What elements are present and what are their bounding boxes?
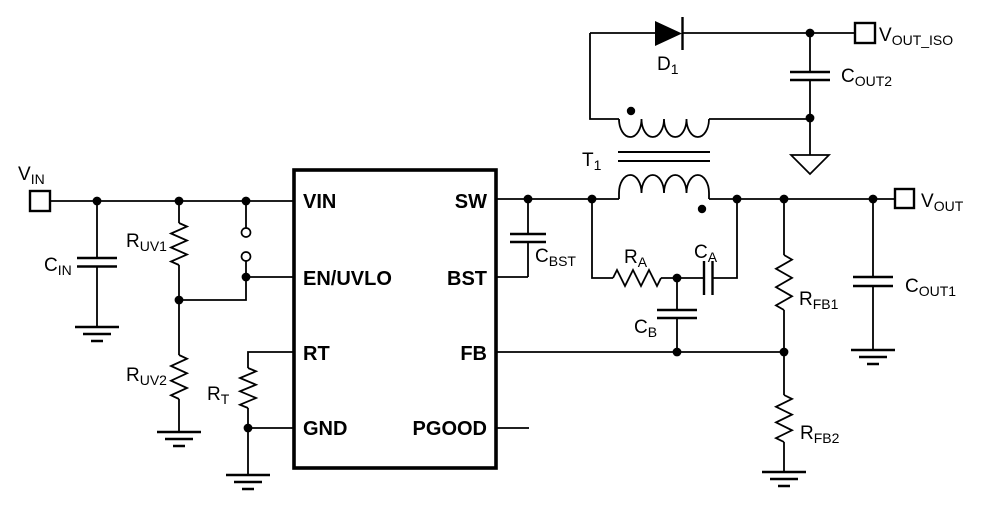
diode-d1 [655, 17, 684, 50]
label-rfb2: RFB2 [800, 423, 840, 446]
secondary-winding [618, 118, 710, 138]
junction-dot [732, 194, 742, 204]
transformer-t1 [618, 106, 710, 214]
label-t1: T1 [582, 150, 602, 173]
resistor-rt [237, 367, 259, 409]
label-rt: RT [207, 384, 230, 407]
junction-dot [587, 194, 597, 204]
ic-body [292, 168, 498, 470]
label-rfb1: RFB1 [799, 289, 839, 312]
label-ruv2: RUV2 [126, 365, 167, 388]
junction-dot [174, 196, 184, 206]
switch-contact-bottom [240, 251, 252, 262]
label-cout2: COUT2 [841, 66, 892, 89]
ground-rfb2 [762, 470, 806, 488]
resistor-rfb2 [773, 394, 795, 443]
pin-label-rt: RT [303, 343, 330, 365]
pin-label-fb: FB [460, 343, 487, 365]
vout-terminal [893, 187, 916, 210]
resistor-ruv1 [168, 222, 190, 266]
junction-dot [779, 347, 789, 357]
junction-dot [805, 113, 815, 123]
ground-cout1 [851, 348, 895, 366]
junction-dot [868, 194, 878, 204]
pin-label-sw: SW [455, 191, 487, 213]
capacitor-cin [77, 256, 117, 268]
resistor-ra [612, 267, 662, 289]
junction-dot [92, 196, 102, 206]
transformer-core [618, 151, 710, 162]
wire-bst-cbst [496, 199, 529, 278]
label-cbst: CBST [535, 246, 576, 269]
label-vout: VOUT [921, 191, 964, 214]
label-vout-iso: VOUT_ISO [879, 25, 953, 48]
capacitor-cout1 [853, 275, 893, 288]
junction-dot [672, 273, 682, 283]
vout-iso-terminal [853, 21, 877, 45]
junction-dot [805, 28, 815, 38]
capacitor-cout2 [790, 70, 830, 82]
capacitor-ca [702, 261, 714, 295]
capacitor-cb [657, 308, 697, 320]
phase-dot-primary [697, 204, 707, 214]
label-d1: D1 [657, 54, 679, 77]
junction-dot [241, 196, 251, 206]
wire-en-uvlo [179, 276, 294, 301]
wire-rt [247, 351, 294, 428]
pin-label-bst: BST [447, 268, 487, 290]
label-ruv1: RUV1 [126, 231, 167, 254]
junction-dot [174, 295, 184, 305]
enable-switch [240, 227, 252, 262]
pin-label-gnd: GND [303, 418, 347, 440]
vin-terminal [28, 189, 52, 213]
junction-dot [672, 347, 682, 357]
junction-dot [779, 194, 789, 204]
primary-winding [618, 174, 710, 199]
resistor-ruv2 [168, 354, 190, 400]
pin-label-en-uvlo: EN/UVLO [303, 268, 392, 290]
wire-gnd [247, 427, 294, 475]
ground-ruv2 [157, 430, 201, 448]
label-vin: VIN [18, 164, 45, 187]
label-ra: RA [624, 247, 648, 270]
ground-rt [226, 473, 270, 491]
wire-net [50, 32, 895, 475]
ground-cin [75, 325, 119, 343]
resistor-rfb1 [774, 254, 794, 311]
label-cb: CB [634, 317, 657, 340]
wire-ra-ca [591, 199, 738, 279]
junction-dot [243, 423, 253, 433]
capacitor-cbst [510, 232, 546, 244]
junction-dot [523, 194, 533, 204]
diode-anode-triangle [655, 21, 682, 46]
phase-dot-secondary [626, 106, 636, 116]
switch-contact-top [240, 227, 252, 238]
junction-dot [241, 272, 251, 282]
ground-iso-triangle [788, 154, 832, 176]
wire-secondary-left [589, 33, 619, 120]
pin-label-pgood: PGOOD [413, 418, 487, 440]
label-ca: CA [694, 242, 718, 265]
label-cout1: COUT1 [905, 276, 956, 299]
junction-dots [92, 28, 878, 433]
pin-label-vin: VIN [303, 191, 336, 213]
label-cin: CIN [44, 255, 72, 278]
